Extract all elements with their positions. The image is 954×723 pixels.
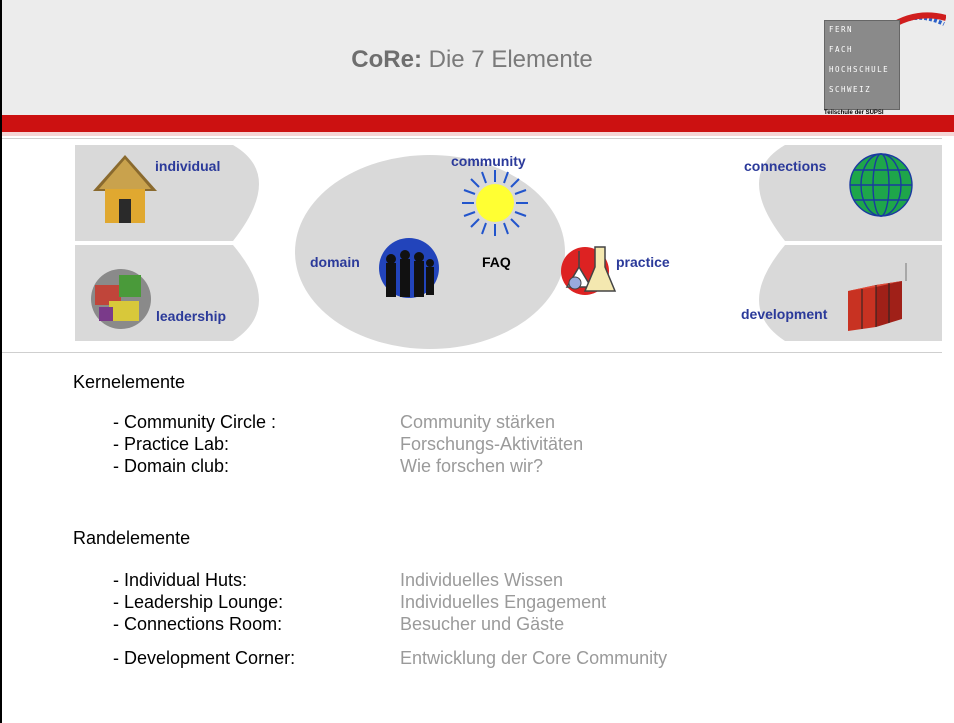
item-label: - Connections Room: [113,614,283,634]
development-label[interactable]: development [741,306,828,322]
faq-label[interactable]: FAQ [482,254,511,270]
divider-bottom [2,352,942,353]
hut-icon [93,155,157,223]
logo-caption: Teilschule der SUPSI [824,110,884,116]
slide-border [0,0,2,723]
globe-icon [849,153,913,217]
slide-header: CoRe: Die 7 Elemente [2,0,954,115]
item-label: - Community Circle : [113,412,277,432]
item-label: - Individual Huts: [113,570,248,590]
header-red-bar-shadow [2,132,954,136]
practice-label[interactable]: practice [616,254,670,270]
logo-box: FERN FACH HOCHSCHULE SCHWEIZ [824,20,900,110]
domain-icon [379,238,439,298]
item-label: - Leadership Lounge: [113,592,284,612]
domain-label[interactable]: domain [310,254,360,270]
flask-icon [561,246,617,295]
core-diagram: individual leadership community [75,145,942,350]
building-blocks-icon [848,263,907,331]
item-value: Community stärken [400,412,556,432]
title-prefix: CoRe: [351,46,422,73]
logo-line: FACH [829,45,854,54]
kern-heading: Kernelemente [73,372,186,392]
logo-line: FERN [829,25,854,34]
slide-title: CoRe: Die 7 Elemente [2,46,942,74]
leadership-icon [91,269,151,329]
logo-line: HOCHSCHULE [829,65,890,74]
item-label: - Domain club: [113,456,230,476]
item-label: - Development Corner: [113,648,296,668]
leadership-label[interactable]: leadership [156,308,227,324]
header-red-bar [2,115,954,132]
item-value: Besucher und Gäste [400,614,565,634]
connections-label[interactable]: connections [744,158,827,174]
title-text: Die 7 Elemente [428,46,593,73]
individual-label[interactable]: individual [155,158,221,174]
logo-line: SCHWEIZ [829,85,872,94]
item-value: Individuelles Engagement [400,592,607,612]
rand-heading: Randelemente [73,528,191,548]
item-label: - Practice Lab: [113,434,230,454]
sun-icon [462,170,528,236]
item-value: Forschungs-Aktivitäten [400,434,584,454]
community-label[interactable]: community [451,153,526,169]
divider-top [2,138,942,139]
item-value: Wie forschen wir? [400,456,544,476]
item-value: Individuelles Wissen [400,570,564,590]
item-value: Entwicklung der Core Community [400,648,668,668]
ffhs-logo: FERN FACH HOCHSCHULE SCHWEIZ Teilschule … [818,6,946,124]
